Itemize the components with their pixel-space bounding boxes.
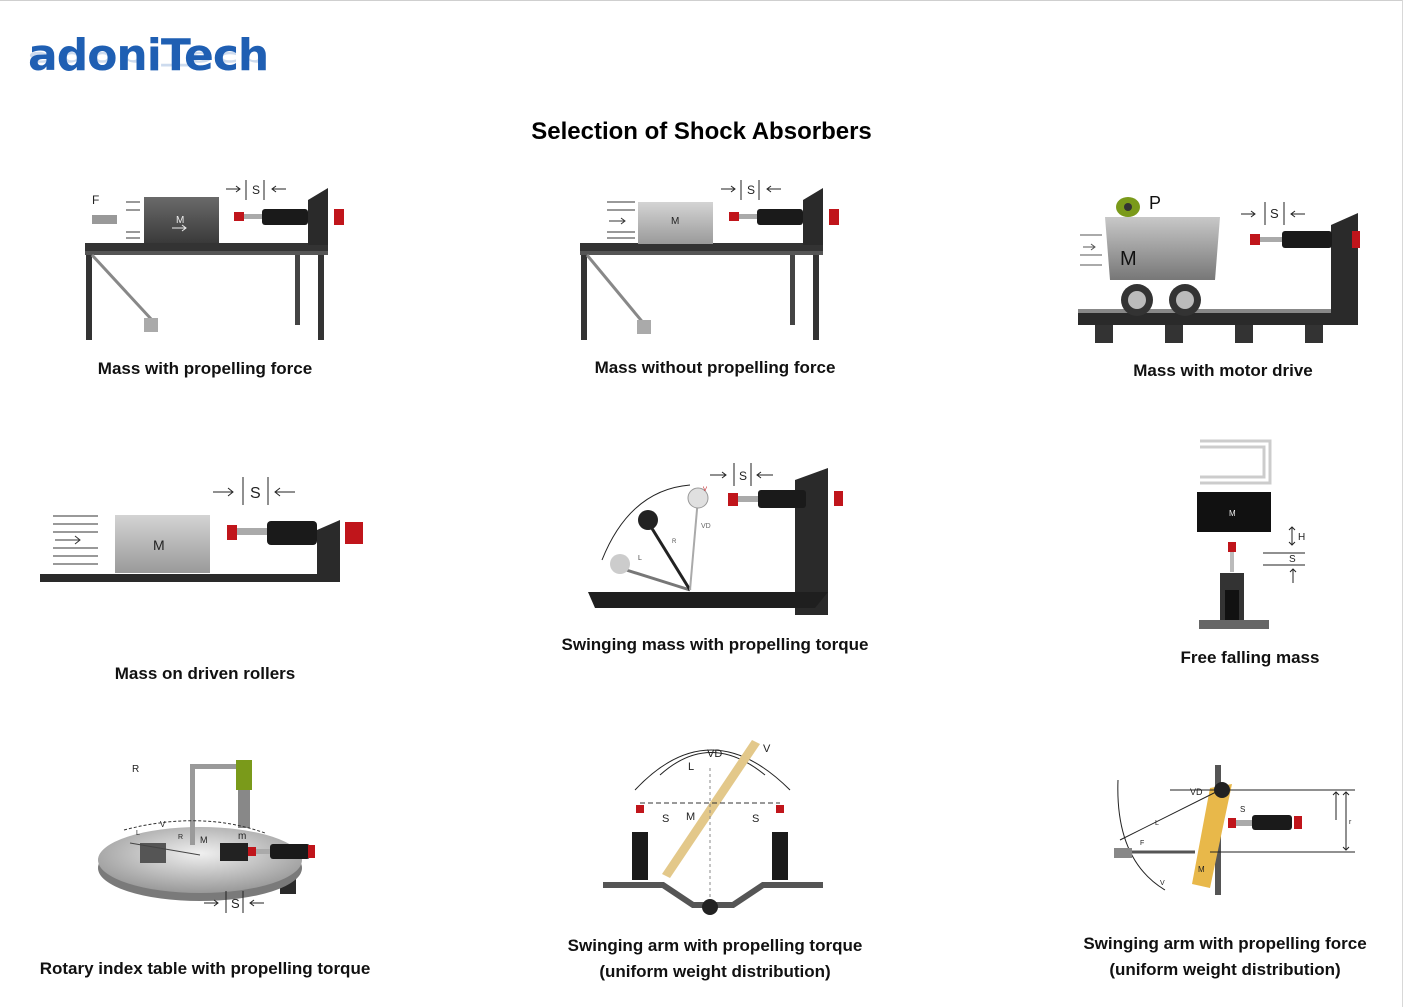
caption-mass-with-motor-drive: Mass with motor drive: [1133, 361, 1313, 380]
card-free-falling-mass[interactable]: M H S Free falling mass: [1181, 435, 1319, 667]
label-stroke: S: [250, 485, 261, 502]
label-velocity-d: VD: [707, 748, 722, 760]
card-mass-without-propelling-force[interactable]: M S Mass without propelling force: [575, 180, 855, 377]
diagram-mass-with-motor-drive: M P S: [1078, 193, 1360, 343]
label-power: P: [1149, 193, 1161, 213]
label-stroke: S: [252, 183, 260, 197]
label-velocity-d: VD: [1190, 787, 1203, 797]
label-velocity: V: [763, 743, 771, 755]
card-swinging-arm-torque[interactable]: VD V L S S M Swinging arm with propellin…: [568, 730, 862, 981]
caption-swinging-mass: Swinging mass with propelling torque: [561, 635, 869, 654]
label-velocity: V: [160, 820, 166, 829]
label-stroke: S: [1240, 805, 1245, 814]
caption-line-1: Swinging arm with propelling force: [1083, 934, 1367, 953]
page-title: Selection of Shock Absorbers: [531, 118, 872, 145]
caption-line-2: (uniform weight distribution): [1109, 960, 1341, 979]
label-velocity-d: VD: [701, 523, 711, 530]
diagram-swinging-mass: S V VD R L: [588, 463, 843, 615]
label-stroke: S: [1270, 206, 1279, 221]
diagram-rotary-index-table: R V R L M m S: [98, 760, 315, 913]
label-stroke: S: [1289, 554, 1296, 565]
diagram-swinging-arm-torque: VD V L S S M: [603, 740, 823, 915]
label-length: L: [638, 555, 642, 562]
diagram-swinging-arm-force: VD L F V S M r: [1114, 765, 1355, 895]
label-mass: M: [153, 537, 165, 553]
label-force: F: [92, 193, 99, 207]
caption-rotary-index-table: Rotary index table with propelling torqu…: [39, 959, 371, 978]
label-mass: M: [1229, 509, 1236, 518]
label-radius: R: [672, 539, 677, 545]
label-length: L: [1155, 820, 1159, 827]
caption-mass-on-driven-rollers: Mass on driven rollers: [114, 664, 296, 683]
label-stroke-left: S: [662, 813, 669, 825]
card-swinging-arm-force[interactable]: VD L F V S M r Swinging arm with propell…: [1083, 760, 1367, 979]
card-rotary-index-table[interactable]: R V R L M m S Rotary index table with pr…: [40, 755, 370, 978]
label-mass-small: m: [238, 831, 246, 842]
card-swinging-mass-with-propelling-torque[interactable]: S V VD R L Swinging mass with propelling…: [562, 460, 868, 654]
label-radius-outer: R: [132, 764, 139, 775]
label-mass: M: [1120, 248, 1137, 270]
brand-logo[interactable]: adoniTech adoniTech: [28, 26, 269, 106]
label-length: L: [688, 761, 694, 773]
caption-mass-without-propelling-force: Mass without propelling force: [594, 358, 836, 377]
logo-reflection: adoniTech: [28, 47, 269, 70]
card-mass-on-driven-rollers[interactable]: M S Mass on driven rollers: [35, 470, 375, 683]
label-stroke: S: [231, 896, 240, 911]
card-mass-with-propelling-force[interactable]: M F S Mass with propelling force: [80, 180, 360, 378]
diagram-free-falling-mass: M H S: [1197, 439, 1305, 629]
caption-free-falling-mass: Free falling mass: [1180, 648, 1320, 667]
label-length: L: [136, 830, 140, 837]
label-velocity: V: [703, 487, 707, 493]
label-height: H: [1298, 532, 1305, 543]
label-mass: M: [200, 835, 208, 845]
label-r: r: [1349, 819, 1352, 826]
diagram-mass-on-driven-rollers: M S: [40, 477, 363, 582]
label-mass: M: [1198, 865, 1205, 874]
diagram-mass-with-propelling-force: M F S: [85, 180, 344, 340]
label-stroke-right: S: [752, 813, 759, 825]
caption-line-1: Swinging arm with propelling torque: [567, 936, 863, 955]
label-stroke: S: [739, 469, 747, 483]
label-radius-inner: R: [178, 834, 183, 841]
card-mass-with-motor-drive[interactable]: M P S Mass with motor drive: [1075, 185, 1365, 380]
caption-swinging-arm-force: Swinging arm with propelling force (unif…: [1070, 931, 1380, 983]
caption-swinging-arm-torque: Swinging arm with propelling torque (uni…: [560, 933, 870, 985]
caption-mass-with-propelling-force: Mass with propelling force: [97, 359, 313, 378]
caption-line-2: (uniform weight distribution): [599, 962, 831, 981]
logo-text: adoniTech: [28, 30, 269, 81]
top-border: [0, 0, 1403, 1]
label-mass: M: [686, 811, 695, 823]
label-velocity: V: [1160, 880, 1165, 887]
label-mass: M: [176, 215, 184, 226]
label-stroke: S: [747, 183, 755, 197]
label-force: F: [1140, 840, 1144, 847]
label-mass: M: [671, 216, 679, 227]
diagram-mass-without-propelling-force: M S: [580, 180, 839, 340]
